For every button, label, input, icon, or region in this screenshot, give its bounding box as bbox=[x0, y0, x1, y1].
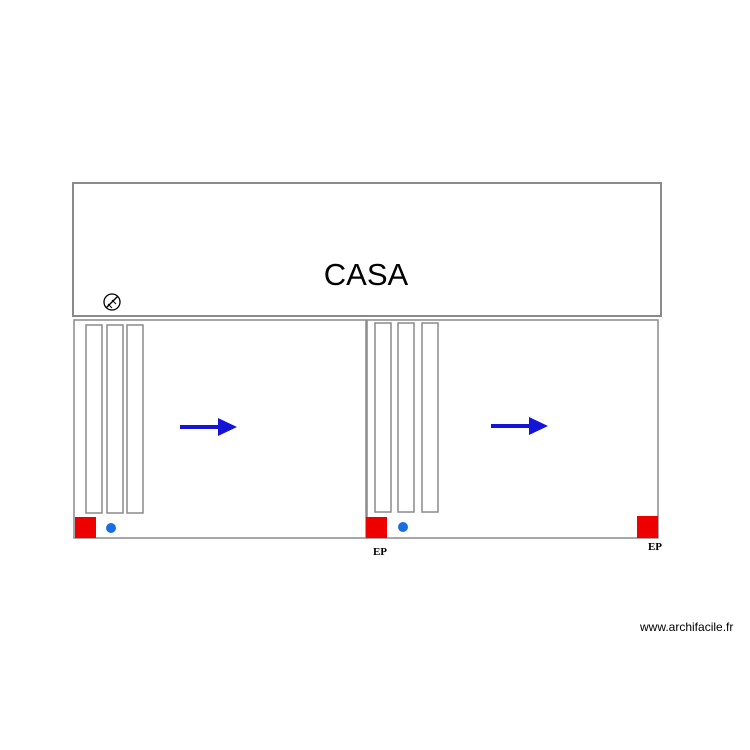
slope-arrow-icon bbox=[180, 418, 237, 436]
panel-strip bbox=[126, 324, 144, 514]
house-label: CASA bbox=[324, 257, 409, 292]
watermark[interactable]: www.archifacile.fr bbox=[640, 620, 734, 634]
panel-strip bbox=[106, 324, 124, 514]
downpipe-label: EP bbox=[373, 546, 387, 558]
panel-strip bbox=[374, 322, 392, 513]
drain-point bbox=[106, 523, 116, 533]
downpipe-label: EP bbox=[648, 541, 662, 553]
drain-point bbox=[398, 522, 408, 532]
meter-icon bbox=[103, 293, 121, 311]
downpipe-marker bbox=[366, 517, 387, 538]
roof-section-right bbox=[366, 319, 659, 539]
panel-strip bbox=[397, 322, 415, 513]
panel-strip bbox=[85, 324, 103, 514]
downpipe-marker bbox=[75, 517, 96, 538]
roof-section-left bbox=[73, 319, 367, 539]
slope-arrow-icon bbox=[491, 417, 548, 435]
panel-strip bbox=[421, 322, 439, 513]
house-outline bbox=[72, 182, 662, 317]
downpipe-marker bbox=[637, 516, 658, 538]
